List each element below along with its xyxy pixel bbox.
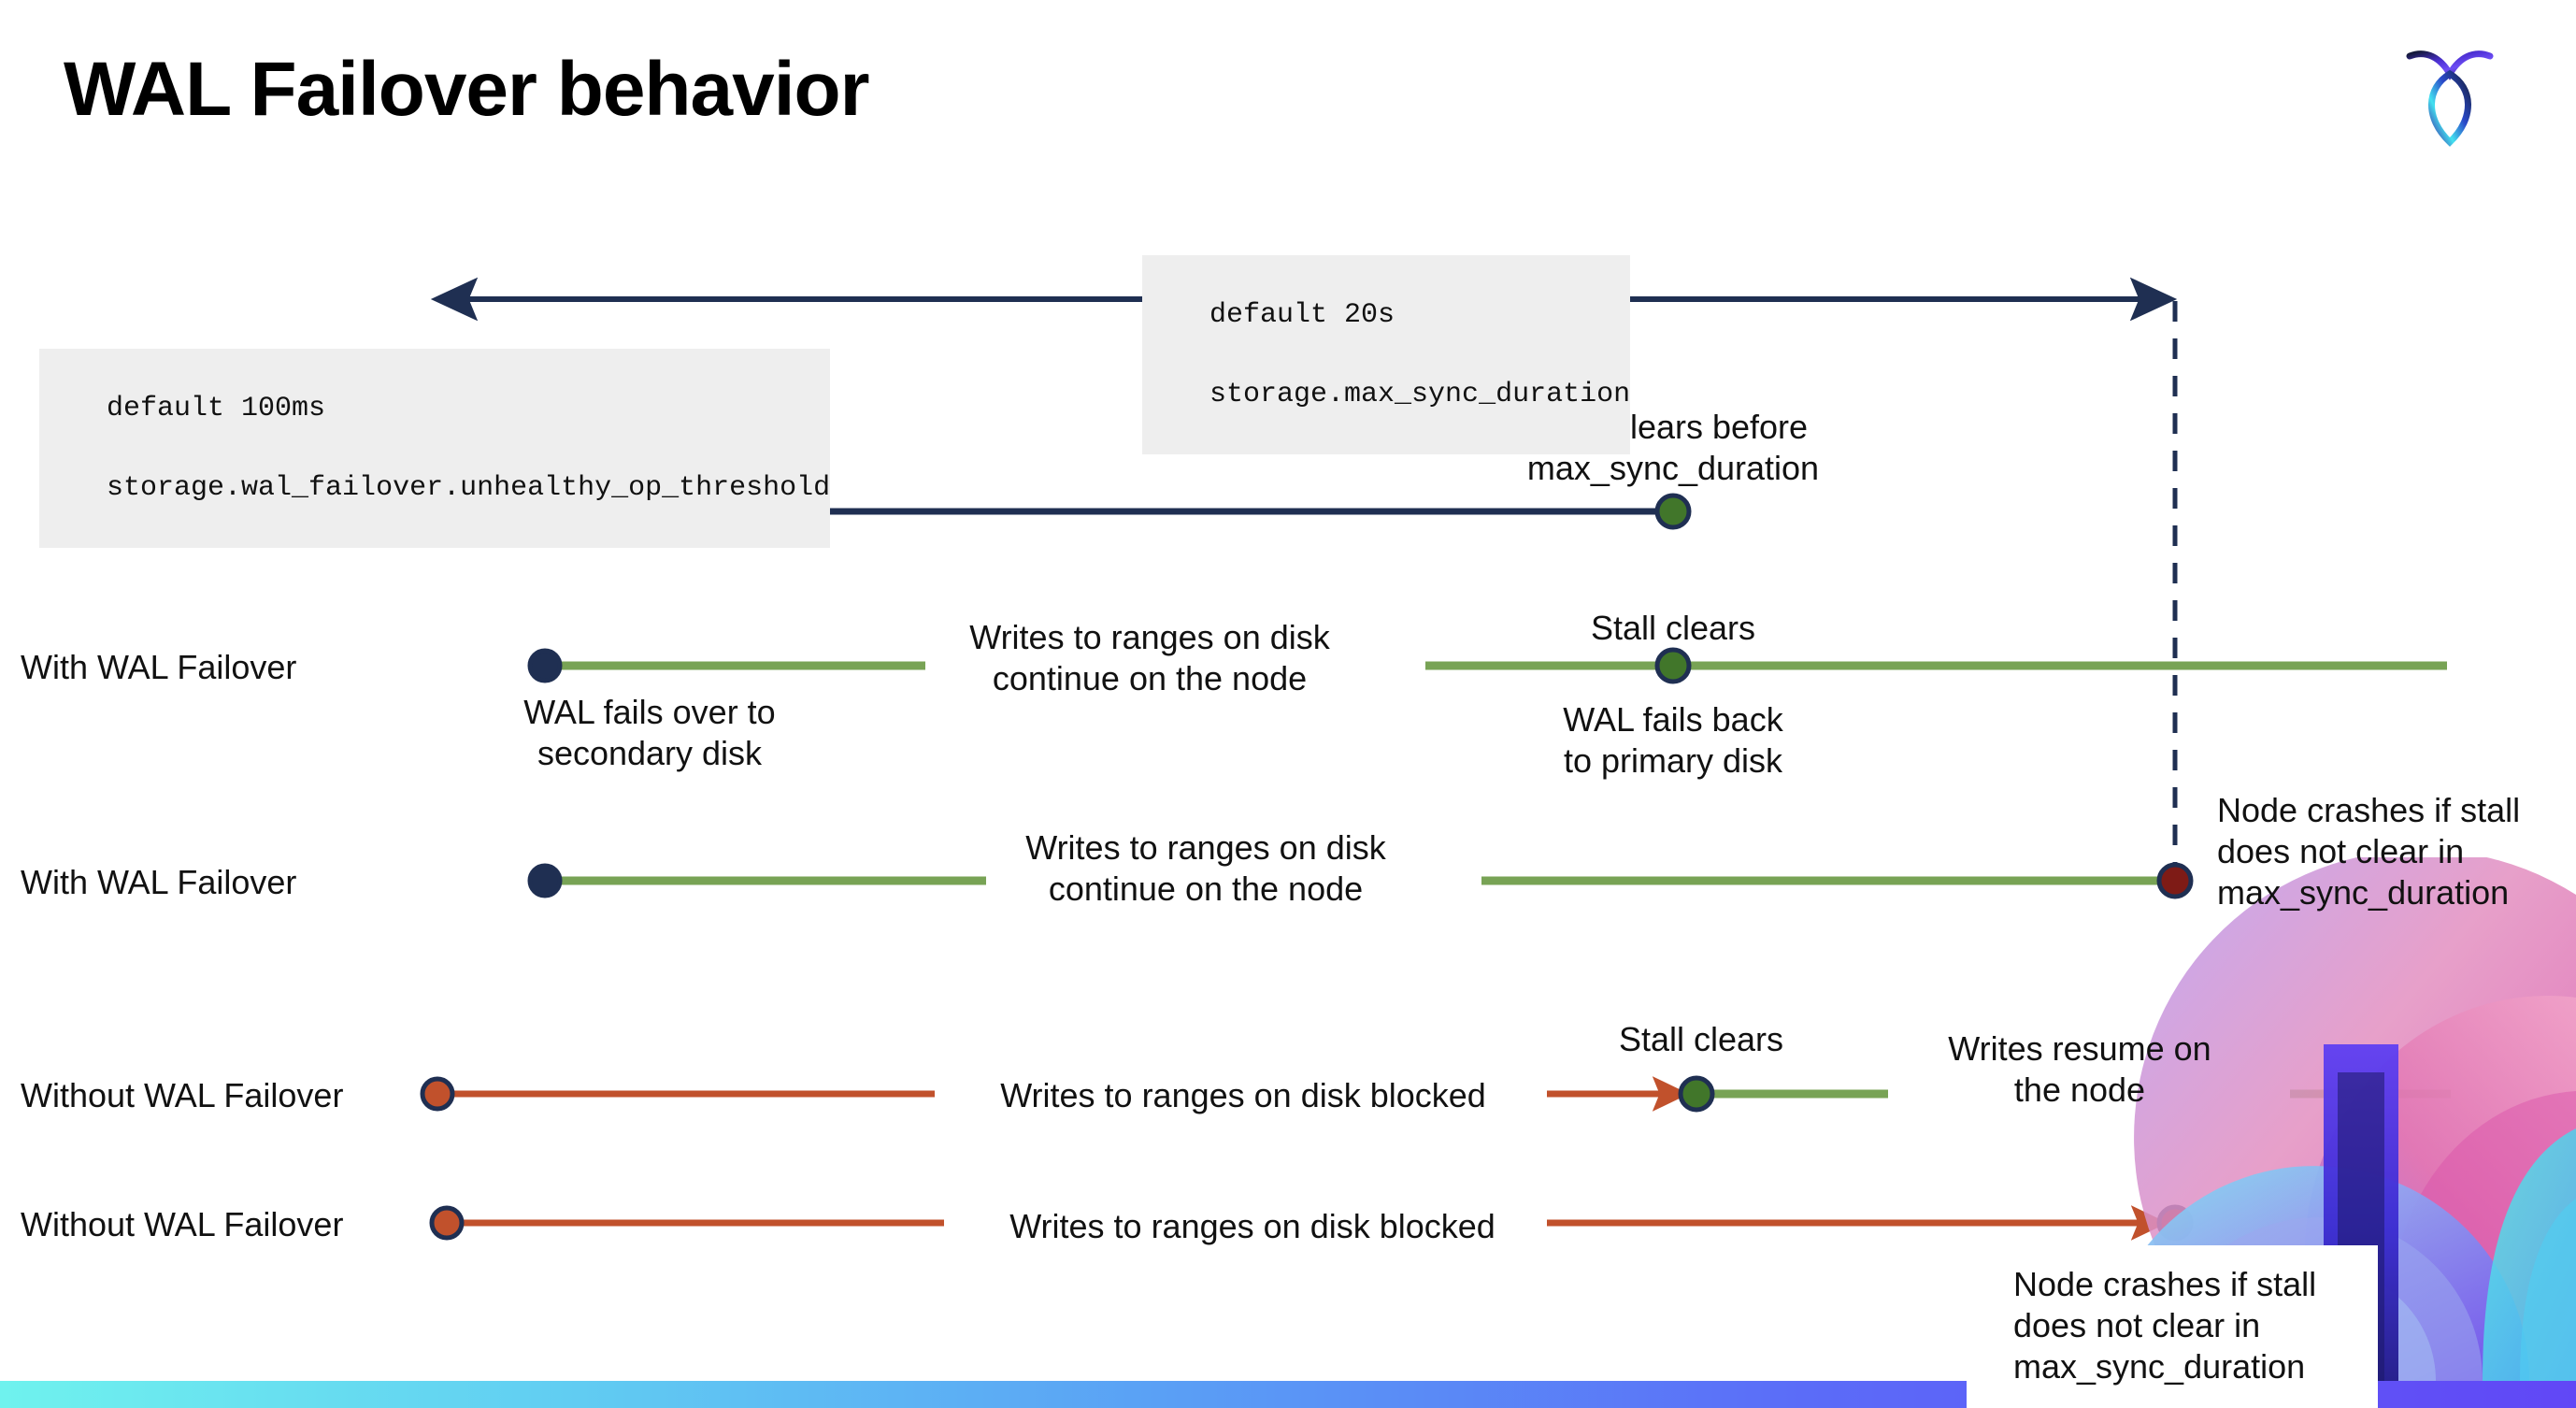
row-label-without-wal-failover-2: Without WAL Failover [21, 1205, 344, 1243]
note-node-crashes-row5: Node crashes if stall does not clear in … [2013, 1265, 2317, 1386]
row-label-with-wal-failover-1: With WAL Failover [21, 648, 297, 686]
marker-failover-point [527, 863, 563, 898]
page-title: WAL Failover behavior [64, 47, 870, 132]
note-stall-clears-row4: Stall clears [1618, 1020, 1784, 1058]
max-sync-duration-setting: storage.max_sync_duration [1209, 374, 1631, 415]
unhealthy-op-threshold-setting: storage.wal_failover.unhealthy_op_thresh… [107, 467, 831, 509]
note-writes-continue-2: Writes to ranges on disk continue on the… [1025, 828, 1386, 908]
marker-stall-start [429, 1205, 465, 1241]
lane-with-wal-failover-1 [527, 647, 2447, 684]
marker-failover-point [527, 648, 563, 683]
row-label-without-wal-failover-1: Without WAL Failover [21, 1076, 344, 1114]
note-writes-continue-1: Writes to ranges on disk continue on the… [969, 618, 1330, 697]
note-node-crashes-row3: Node crashes if stall does not clear in … [2217, 791, 2521, 912]
cockroachdb-logo-icon [2389, 32, 2511, 153]
max-sync-duration-annotation: default 20s storage.max_sync_duration [1142, 255, 1631, 454]
note-wal-fails-back: WAL fails back to primary disk [1563, 700, 1783, 780]
marker-node-crash [2156, 1204, 2194, 1242]
note-writes-blocked-1: Writes to ranges on disk blocked [1000, 1076, 1486, 1114]
marker-stall-start [420, 1076, 455, 1112]
node-crash-callout-box: Node crashes if stall does not clear in … [1967, 1245, 2378, 1408]
unhealthy-op-threshold-annotation: default 100ms storage.wal_failover.unhea… [39, 349, 831, 548]
note-writes-blocked-2: Writes to ranges on disk blocked [1009, 1207, 1496, 1245]
max-sync-duration-default: default 20s [1209, 295, 1395, 336]
row-label-with-wal-failover-2: With WAL Failover [21, 863, 297, 901]
note-stall-clears-row2: Stall clears [1590, 609, 1756, 647]
marker-stall-clears [1678, 1075, 1715, 1113]
note-writes-resume: Writes resume on the node [1948, 1029, 2211, 1109]
marker-node-crash [2156, 862, 2194, 899]
marker-stall-clears [1654, 493, 1692, 530]
note-wal-fails-over: WAL fails over to secondary disk [523, 693, 776, 772]
marker-stall-clears [1654, 647, 1692, 684]
unhealthy-op-threshold-default: default 100ms [107, 388, 326, 429]
